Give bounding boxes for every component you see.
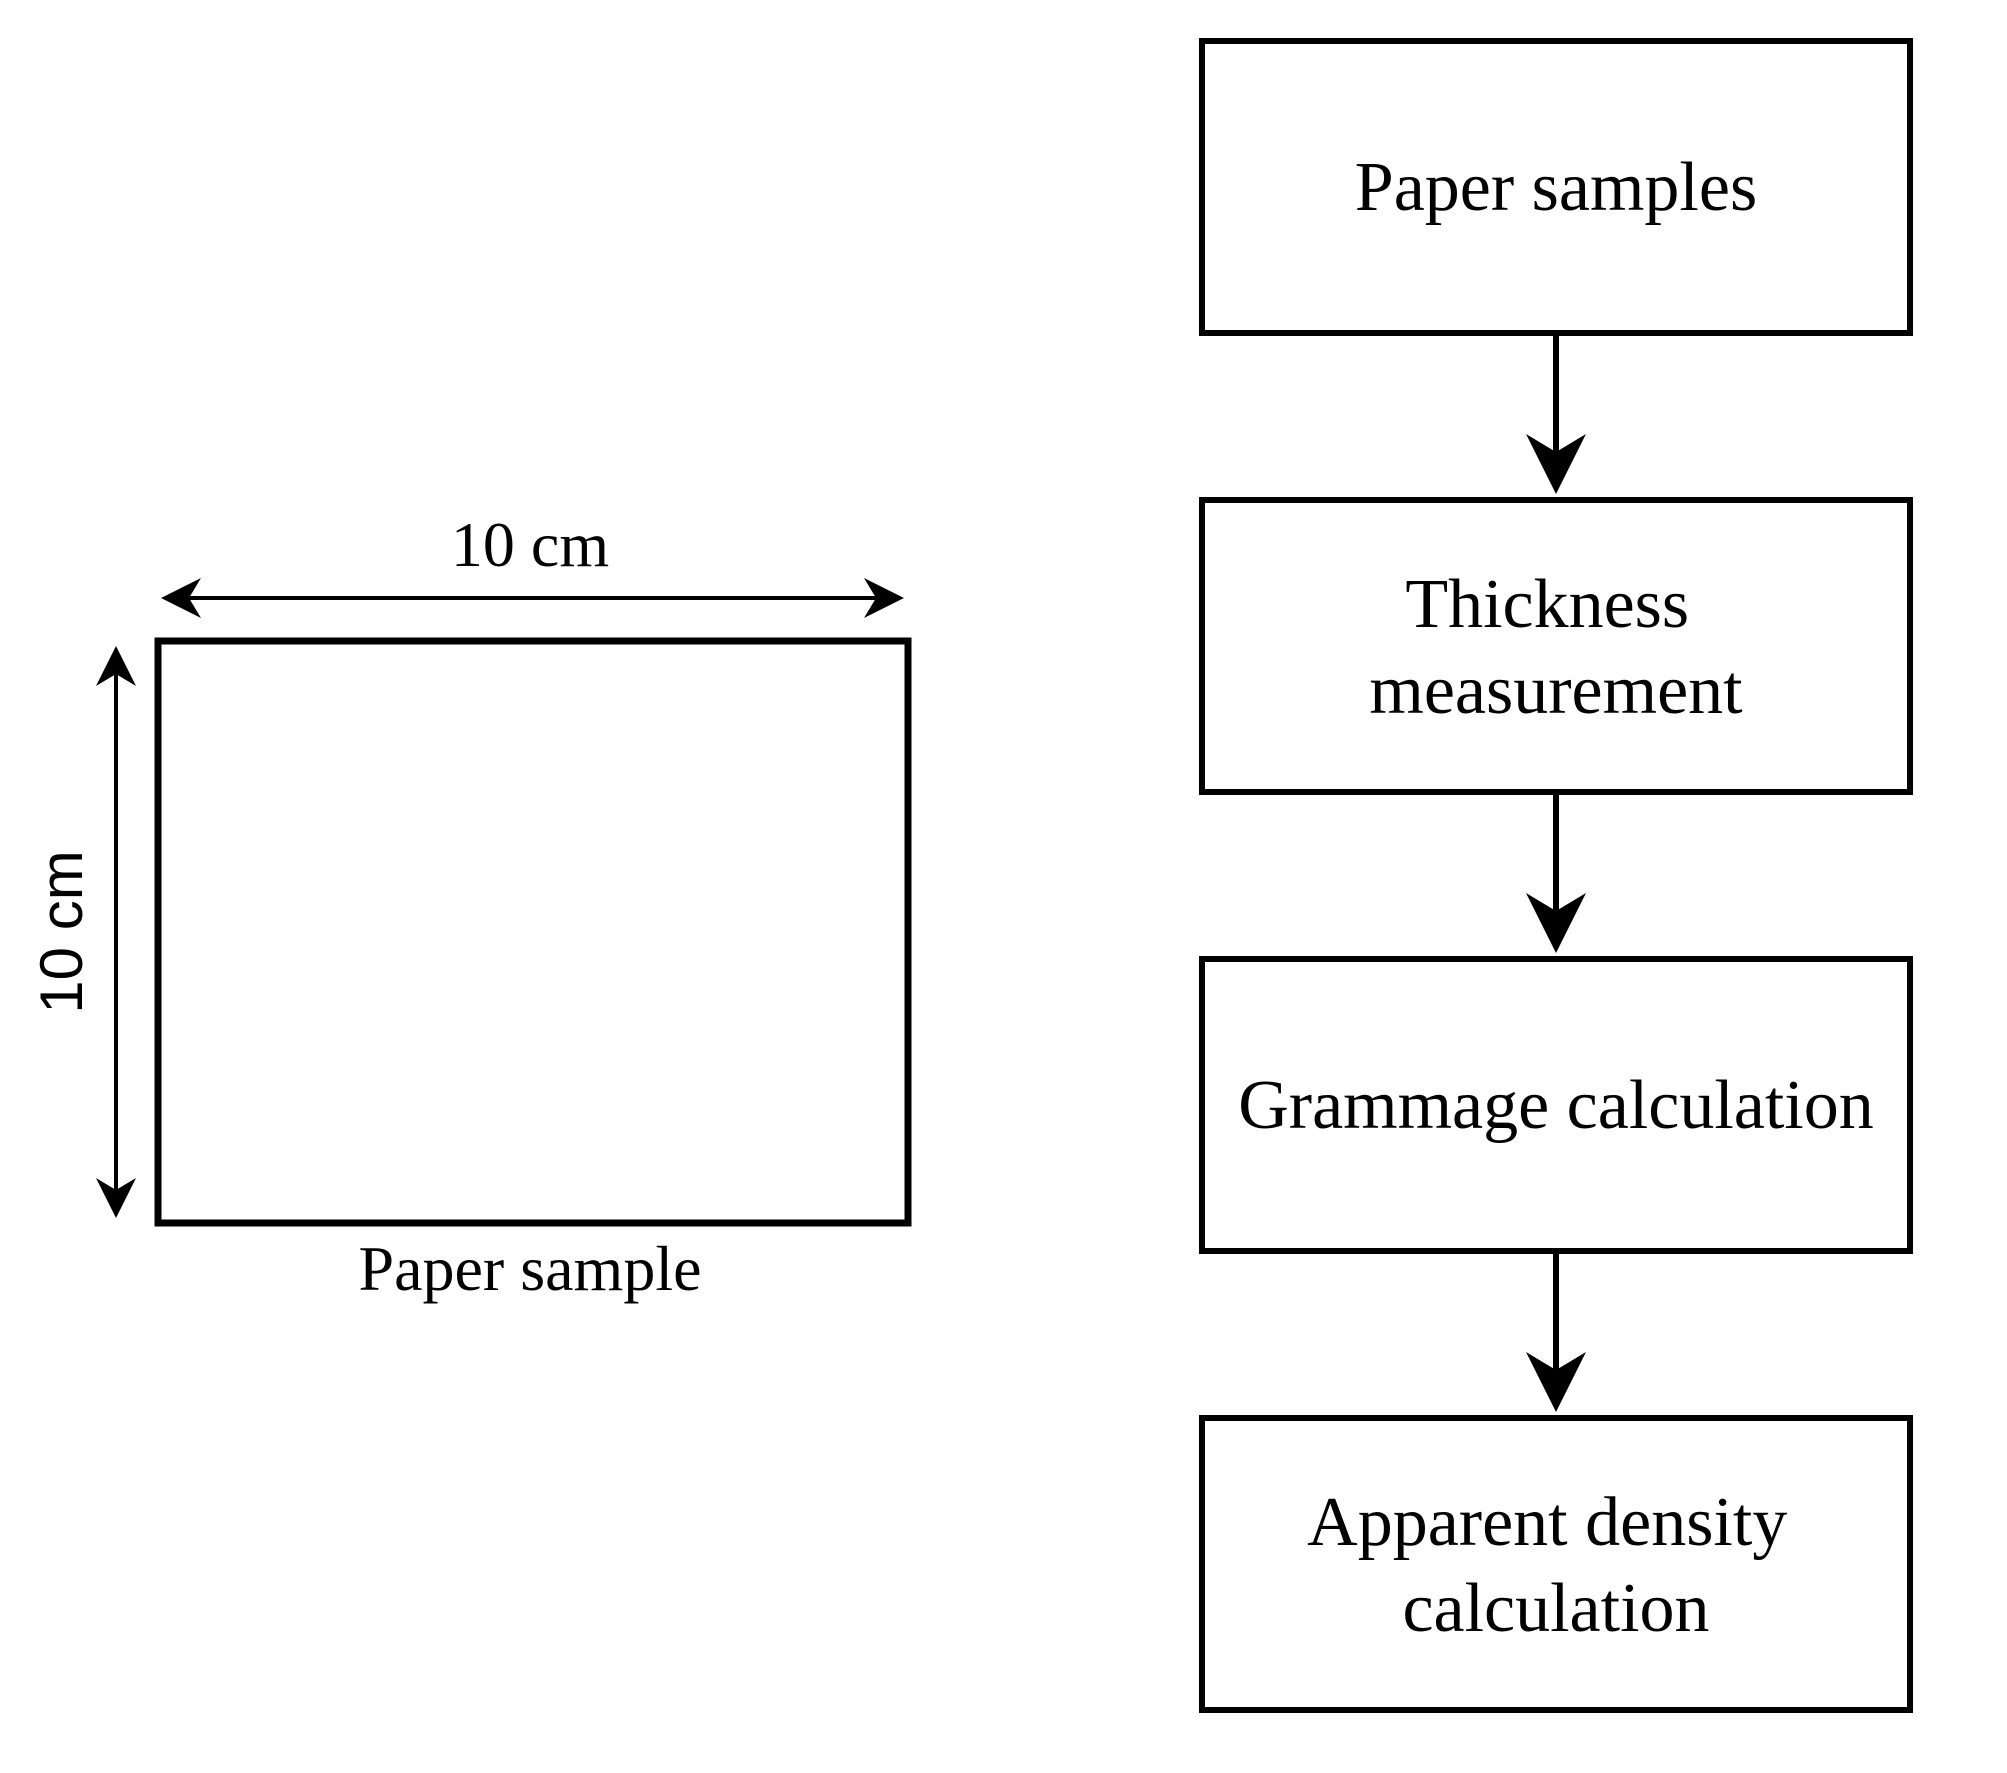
flow-box-thickness-line-1: Thickness <box>1405 566 1689 643</box>
flow-box-paper-samples-label: Paper samples <box>1355 149 1757 226</box>
flow-box-thickness-line-2: measurement <box>1369 652 1743 729</box>
width-dimension-label: 10 cm <box>451 509 609 580</box>
flow-box-apparent-density-line-2: calculation <box>1402 1570 1709 1647</box>
paper-sample-square <box>154 637 912 1227</box>
paper-sample-caption: Paper sample <box>359 1233 702 1304</box>
flow-box-apparent-density-line-1: Apparent density <box>1307 1484 1787 1561</box>
flow-box-thickness-measurement-label: Thickness measurement <box>1369 566 1743 729</box>
process-flowchart: Paper samples Thickness measurement Gram… <box>1199 38 1913 1713</box>
flow-box-grammage-calculation <box>1199 956 1913 1254</box>
flow-box-paper-samples <box>1199 38 1913 336</box>
flow-box-thickness-measurement <box>1199 497 1913 795</box>
flow-box-apparent-density-label: Apparent density calculation <box>1307 1484 1805 1647</box>
flow-box-grammage-calculation-label: Grammage calculation <box>1238 1067 1874 1144</box>
height-dimension-label: 10 cm <box>28 850 95 1013</box>
paper-sample-figure: 10 cm 10 cm Paper sample <box>28 509 912 1304</box>
flow-box-apparent-density-calculation <box>1199 1415 1913 1713</box>
